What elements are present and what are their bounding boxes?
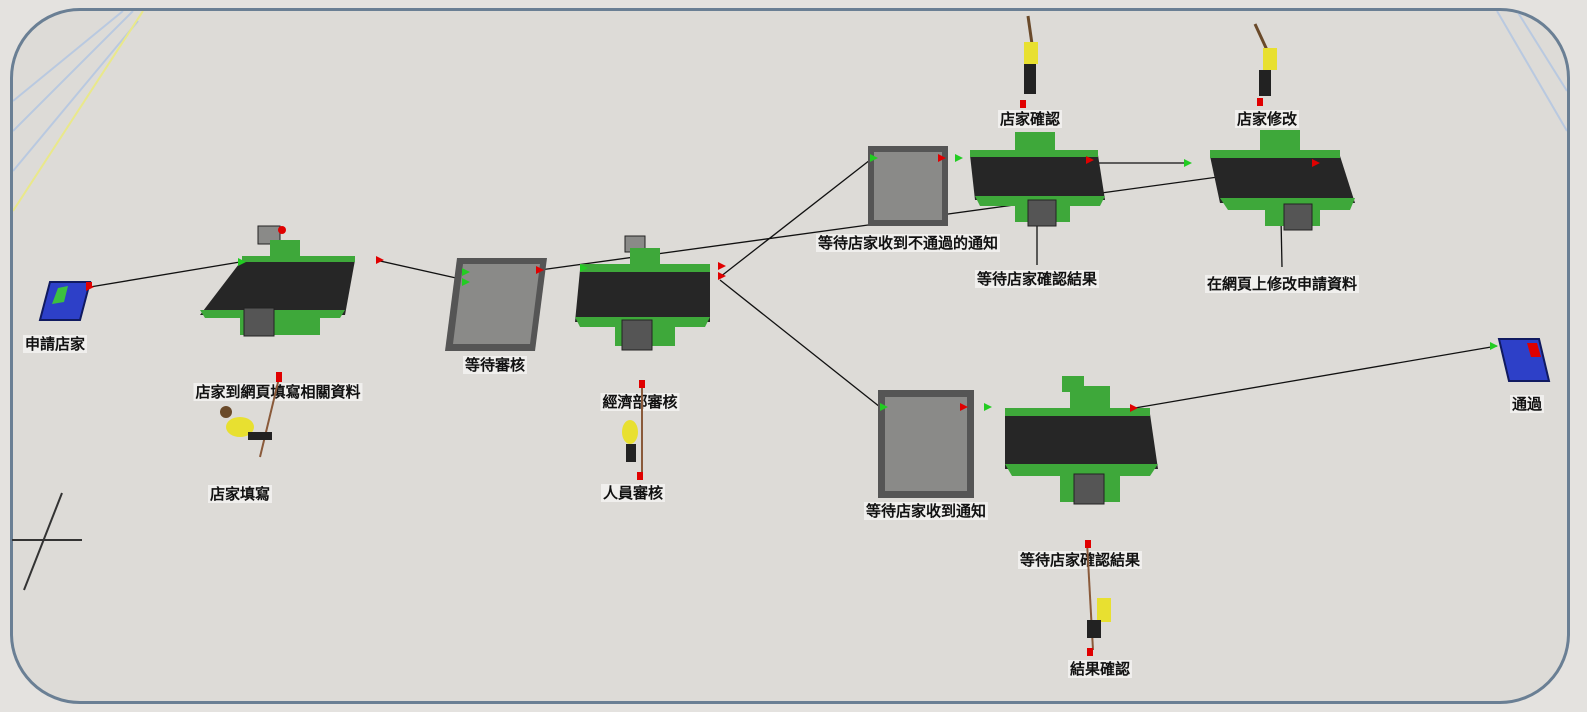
processor-icon[interactable]: [1210, 128, 1360, 242]
queue-pass-label: 等待店家收到通知: [863, 502, 989, 520]
operator-icon[interactable]: [610, 380, 660, 484]
operator-fill-label: 店家填寫: [207, 485, 273, 503]
sink-icon[interactable]: [1497, 337, 1553, 389]
operator-icon[interactable]: [1075, 540, 1125, 664]
queue-icon[interactable]: [878, 390, 974, 504]
source-icon[interactable]: [38, 280, 98, 328]
operator-modify-label: 店家修改: [1234, 110, 1300, 128]
operator-icon[interactable]: [1245, 22, 1295, 116]
processor-icon[interactable]: [200, 220, 360, 344]
modify-processor-label: 在網頁上修改申請資料: [1204, 275, 1360, 293]
queue-review-label: 等待審核: [462, 356, 528, 374]
operator-confirm-bottom-label: 結果確認: [1067, 660, 1133, 678]
queue-icon[interactable]: [868, 146, 950, 232]
queue-reject-label: 等待店家收到不通過的通知: [815, 234, 1001, 252]
queue-icon[interactable]: [445, 256, 550, 358]
review-processor-label: 經濟部審核: [600, 393, 680, 411]
confirm-bottom-label: 等待店家確認結果: [1017, 551, 1143, 569]
source-label: 申請店家: [22, 335, 88, 353]
processor-icon[interactable]: [1000, 374, 1160, 518]
processor-icon[interactable]: [570, 232, 720, 356]
confirm-top-label: 等待店家確認結果: [974, 270, 1100, 288]
operator-icon[interactable]: [210, 372, 290, 476]
operator-icon[interactable]: [1010, 14, 1060, 113]
operator-confirm-top-label: 店家確認: [997, 110, 1063, 128]
operator-review-label: 人員審核: [600, 484, 666, 502]
sink-label: 通過: [1509, 395, 1545, 413]
floor-grid-left: [13, 11, 144, 212]
fill-processor-label: 店家到網頁填寫相關資料: [193, 383, 363, 401]
axis-marker-icon: [12, 492, 82, 591]
floor-grid-right: [1496, 11, 1567, 132]
processor-icon[interactable]: [970, 130, 1110, 234]
model-3d-view[interactable]: [10, 8, 1570, 704]
